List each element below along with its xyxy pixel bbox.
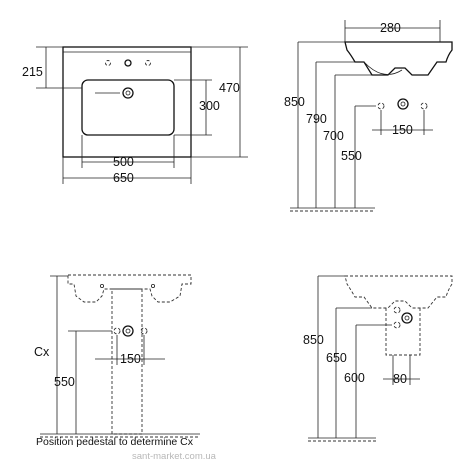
dim-550-side: 550	[341, 149, 362, 163]
supply-points	[393, 306, 413, 329]
tap-holes	[105, 59, 151, 67]
dim-470: 470	[219, 81, 240, 95]
dim-80-ped: 80	[393, 372, 407, 386]
dim-280: 280	[380, 21, 401, 35]
side-pedestal-view: 850 650 600 80	[303, 275, 453, 442]
dim-790: 790	[306, 112, 327, 126]
basin-bowl	[81, 79, 175, 136]
dim-150-front: 150	[120, 352, 141, 366]
dim-650: 650	[113, 171, 134, 185]
dim-150-side: 150	[392, 123, 413, 137]
basin-profile	[344, 41, 453, 76]
dim-700: 700	[323, 129, 344, 143]
dim-550-front: 550	[54, 375, 75, 389]
supply-points	[113, 325, 148, 337]
basin-outline-dashed	[67, 274, 192, 303]
dim-500: 500	[113, 155, 134, 169]
dim-850-top: 850	[284, 95, 305, 109]
side-view: 280 850 790 700 550 150	[284, 20, 453, 212]
dim-600-ped: 600	[344, 371, 365, 385]
pedestal-note: Position pedestal to determine Cx	[36, 436, 194, 448]
dim-215: 215	[22, 65, 43, 79]
front-pedestal-view: Cx 550 150 Position pedestal to determin…	[34, 274, 200, 448]
basin-outline	[62, 46, 192, 158]
drain-icon	[122, 87, 134, 99]
dim-650-ped: 650	[326, 351, 347, 365]
dim-300: 300	[199, 99, 220, 113]
supply-points	[377, 98, 428, 110]
basin-profile-dashed	[344, 275, 453, 309]
dim-850-ped: 850	[303, 333, 324, 347]
watermark: sant-market.com.ua	[132, 451, 217, 462]
dim-cx: Cx	[34, 345, 50, 359]
top-view: 215 470 300 500 650	[22, 46, 248, 185]
